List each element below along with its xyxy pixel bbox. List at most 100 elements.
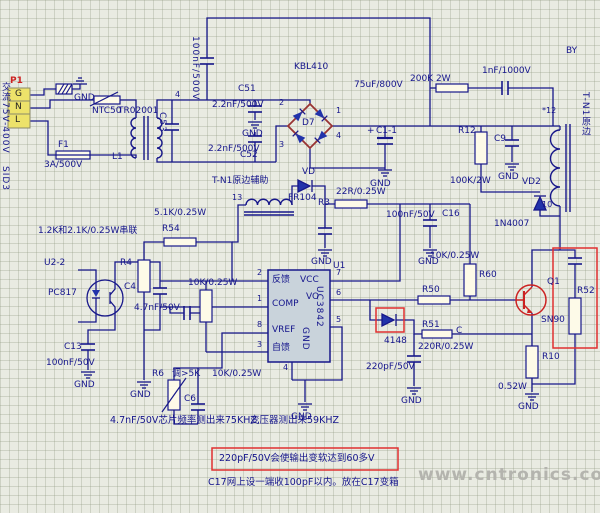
- resistor-r10: [525, 345, 539, 379]
- cap-bulk-c1-1: [377, 136, 393, 145]
- c6-label: C6: [184, 394, 197, 404]
- cap-4n7: [183, 306, 191, 320]
- gnd-label: GND: [311, 257, 332, 267]
- chip-ref-label: U1: [333, 261, 346, 271]
- diode-fr104: [297, 178, 313, 194]
- r6-label: R6: [152, 369, 164, 379]
- r6-adjust-label: 调>5K: [172, 369, 201, 379]
- diode-vd2: [532, 195, 548, 211]
- r51-label: R51: [422, 320, 440, 330]
- ac-range-label: 交流75V-400V: [0, 82, 10, 154]
- transistor-q1: [515, 284, 547, 316]
- q1-part-label: SN90: [541, 315, 565, 325]
- fuse-value-label: 3A/500V: [44, 160, 83, 170]
- c16-label: C16: [442, 209, 460, 219]
- wires: [30, 17, 576, 425]
- p1-ref-label: P1: [10, 76, 23, 86]
- gnd-symbol: [298, 403, 312, 411]
- clamp-r-label: 200K 2W: [410, 74, 451, 84]
- q1-label: Q1: [547, 277, 560, 287]
- gnd-symbol: [81, 371, 95, 379]
- gnd-symbol: [318, 249, 332, 257]
- highlight-snubber: [552, 247, 598, 349]
- watermark: www.cntronics.com: [418, 465, 600, 485]
- bridge-rectifier: [286, 102, 334, 150]
- cap-x2: [200, 57, 214, 65]
- bridge-pin4-label: 4: [336, 131, 342, 140]
- resistor-r12: [474, 131, 488, 165]
- gnd-symbol: [505, 163, 519, 171]
- pin-n-label: N: [15, 102, 22, 112]
- fuse-ref-label: F1: [58, 140, 69, 150]
- resistor-200k: [435, 83, 469, 93]
- chip-pin-cs-label: 自馈: [272, 343, 291, 353]
- cap-c53: [165, 123, 179, 131]
- chip-pin-vo-label: VO: [306, 292, 320, 302]
- gnd-symbol: [407, 387, 421, 395]
- chip-pinnum-2: 2: [257, 268, 263, 277]
- bridge-pin1-label: 1: [336, 106, 342, 115]
- pin-l-label: L: [15, 115, 21, 125]
- cap-c16: [423, 219, 437, 227]
- c51-ref-label: C51: [238, 84, 256, 94]
- c13-value-label: 100nF/50V: [46, 358, 95, 368]
- chip-pinnum-3: 3: [257, 340, 263, 349]
- gnd-label: GND: [370, 179, 391, 189]
- gnd-label: GND: [518, 402, 539, 412]
- gnd-label: GND: [242, 129, 263, 139]
- gnd-label: GND: [401, 396, 422, 406]
- bulk-plus-label: +: [367, 126, 375, 136]
- bulk-value-label: 75uF/800V: [354, 80, 403, 90]
- note-freq-2: 变压器测出来59KHZ: [250, 415, 339, 426]
- gnd-label: GND: [130, 390, 151, 400]
- optocoupler-pc817: [86, 279, 124, 317]
- r60-label: R60: [479, 270, 497, 280]
- highlight-4148: [375, 307, 405, 333]
- xfmr-pin12-label: *12: [542, 106, 557, 115]
- vd-label: VD: [302, 167, 316, 177]
- gnd-label: GND: [74, 93, 95, 103]
- chip-pinnum-5: 5: [336, 315, 342, 324]
- r52-label: R52: [577, 286, 595, 296]
- r54-label: R54: [162, 224, 180, 234]
- r55-value-label: 10K/0.25W: [188, 278, 238, 288]
- xcap-value-label: 100nF/500V: [190, 36, 200, 101]
- chip-pinnum-7: 7: [336, 268, 342, 277]
- chip-pin-fb-label: 反馈: [272, 275, 291, 285]
- gnd-label: GND: [498, 172, 519, 182]
- resistor-r3: [334, 199, 368, 209]
- gnd-symbol: [137, 381, 151, 389]
- xfmr-pin10-label: 10: [542, 200, 553, 209]
- bridge-pin2-label: 2: [279, 98, 285, 107]
- xfmr-pin13-label: 13: [232, 193, 243, 202]
- r50-label: R50: [422, 285, 440, 295]
- xfmr-primary-label: T-N1原边: [580, 92, 590, 137]
- choke-coil-left: [130, 117, 137, 159]
- gnd-label: GND: [74, 380, 95, 390]
- connector-p1: [7, 87, 31, 129]
- chip-pin-comp-label: COMP: [272, 299, 299, 309]
- r3-label: R3: [318, 198, 330, 208]
- r4-label: R4: [120, 258, 132, 268]
- cap-220pf: [407, 355, 421, 363]
- r6-value-label: 10K/0.25W: [212, 369, 262, 379]
- cap-c51: [248, 105, 262, 113]
- bridge-pin3-label: 3: [279, 140, 285, 149]
- byline-label: BY: [566, 46, 578, 56]
- resistor-r60: [463, 263, 477, 297]
- r12-value-label: 100K/2W: [450, 176, 491, 186]
- bridge-part-label: KBL410: [294, 62, 329, 72]
- uc3842-chip-body: [267, 269, 331, 363]
- resistor-r50: [417, 295, 451, 305]
- xfmr-primary-coil: [549, 129, 561, 207]
- resistor-r54: [163, 237, 197, 247]
- ntc-strike: [89, 91, 119, 107]
- cap-c13: [81, 343, 95, 351]
- chip-pinnum-6: 6: [336, 288, 342, 297]
- ntc-label: NTC50: [92, 106, 122, 116]
- r54-value-label: 5.1K/0.25W: [154, 208, 207, 218]
- resistor-r52: [568, 297, 582, 335]
- c5-value-label: 4.7nF/50V: [134, 303, 180, 313]
